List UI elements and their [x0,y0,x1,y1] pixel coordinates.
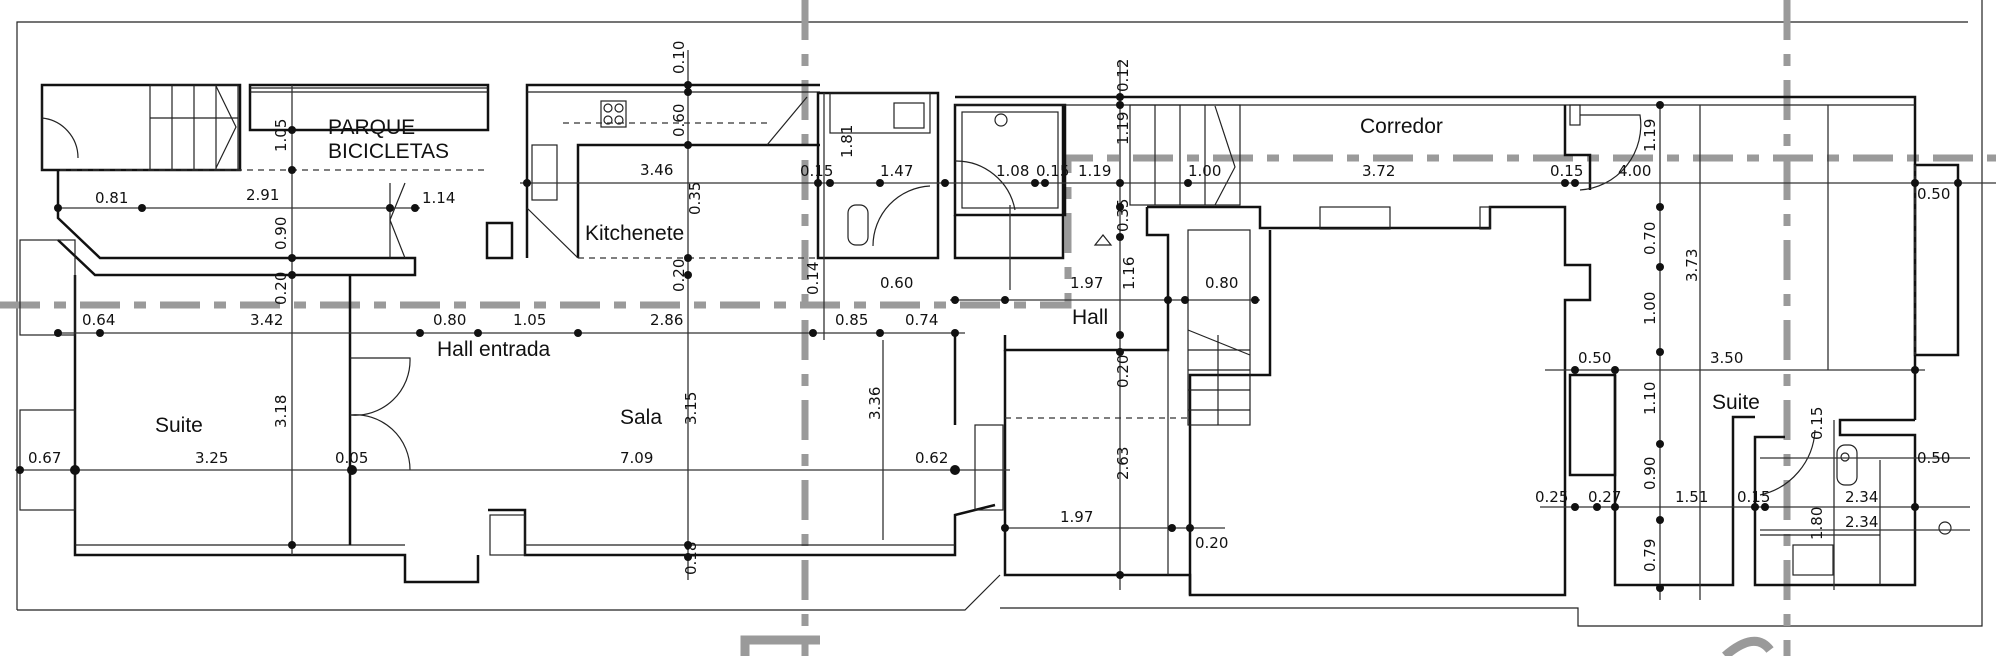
dimension-label: 1.08 [996,162,1029,180]
room-label-hall: Hall [1072,306,1108,329]
dimension-label: 1.05 [272,119,290,152]
dimension-label: 0.27 [1588,488,1621,506]
dimension-label: 7.09 [620,449,653,467]
dimension-label: 0.15 [800,162,833,180]
dimension-label: 0.35 [686,182,704,215]
dimension-label: 3.25 [195,449,228,467]
dimension-label: 0.74 [905,311,938,329]
dimension-label: 3.36 [866,387,884,420]
dimension-label: 0.15 [1550,162,1583,180]
dimension-label: 3.42 [250,311,283,329]
dimension-label: 0.15 [1737,488,1770,506]
room-labels: PARQUE BICICLETAS Kitchenete Corredor Ha… [155,115,1760,437]
walls [19,83,1960,597]
dimension-label: 1.05 [513,311,546,329]
dimension-label: 1.51 [1675,488,1708,506]
room-label-kitchenette: Kitchenete [585,222,684,245]
room-label-entrance-hall: Hall entrada [437,338,551,361]
dimension-label: 2.86 [650,311,683,329]
dimension-label: 0.05 [335,449,368,467]
dimension-label: 3.46 [640,161,673,179]
dimension-label: 2.63 [1114,447,1132,480]
dimension-label: 0.85 [835,311,868,329]
room-label-living-room: Sala [620,406,662,429]
dimension-label: 3.73 [1683,249,1701,282]
dimension-label: 0.80 [433,311,466,329]
dimension-label: 1.80 [1808,507,1826,540]
dimension-label: 0.50 [1578,349,1611,367]
dimension-label: 0.60 [670,104,688,137]
dimension-label: 0.35 [1114,199,1132,232]
dimension-label: 1.19 [1641,119,1659,152]
dimension-labels-vertical: 0.10 0.60 0.35 0.20 1.05 0.90 0.20 1.81 … [272,41,1826,575]
dimension-label: 2.34 [1845,513,1878,531]
room-label-bike-parking: PARQUE [328,116,415,139]
dimension-label: 1.47 [880,162,913,180]
dimension-label: 1.19 [1078,162,1111,180]
room-label-bike-parking: BICICLETAS [328,140,449,163]
dimension-label: 0.10 [670,41,688,74]
dimension-label: 0.62 [915,449,948,467]
dimension-label: 0.81 [95,189,128,207]
dimension-label: 0.15 [1036,162,1069,180]
dimension-label: 0.20 [1114,355,1132,388]
dimension-label: 3.18 [272,395,290,428]
dimension-label: 0.20 [1195,534,1228,552]
site-boundary [16,0,1983,627]
dimension-label: 2.34 [1845,488,1878,506]
dimension-label: 0.20 [670,259,688,292]
dimension-label: 1.97 [1070,274,1103,292]
dimension-lines [15,50,1996,600]
dimension-label: 0.79 [1641,539,1659,572]
dimension-label: 2.91 [246,186,279,204]
dimension-label: 0.14 [804,262,822,295]
dimension-label: 1.81 [838,125,856,158]
dimension-label: 1.00 [1641,292,1659,325]
dimension-label: 4.00 [1618,162,1651,180]
dimension-label: 1.97 [1060,508,1093,526]
dimension-label: 1.00 [1188,162,1221,180]
dimension-label: 0.60 [880,274,913,292]
room-label-corridor: Corredor [1360,115,1443,138]
dimension-label: 0.25 [1535,488,1568,506]
dimension-label: 0.64 [82,311,115,329]
dimension-label: 3.15 [682,392,700,425]
dimension-label: 0.67 [28,449,61,467]
dimension-label: 0.50 [1917,449,1950,467]
dimension-label: 0.18 [682,542,700,575]
dimension-label: 0.50 [1917,185,1950,203]
dimension-label: 0.15 [1808,407,1826,440]
dimension-label: 1.16 [1120,257,1138,290]
dimension-label: 1.14 [422,189,455,207]
dimension-label: 3.50 [1710,349,1743,367]
dimension-label: 1.10 [1641,382,1659,415]
dimension-label: 0.70 [1641,222,1659,255]
dimension-label: 0.20 [272,272,290,305]
dimension-labels-horizontal: 0.81 2.91 1.14 3.46 0.15 1.47 1.08 0.15 … [28,161,1950,552]
dimension-label: 3.72 [1362,162,1395,180]
dimension-label: 0.90 [272,217,290,250]
dimension-label: 0.80 [1205,274,1238,292]
room-label-suite: Suite [155,414,203,437]
dimension-label: 1.19 [1114,112,1132,145]
dimension-label: 0.90 [1641,457,1659,490]
dimension-label: 0.12 [1114,59,1132,92]
room-label-suite: Suite [1712,391,1760,414]
